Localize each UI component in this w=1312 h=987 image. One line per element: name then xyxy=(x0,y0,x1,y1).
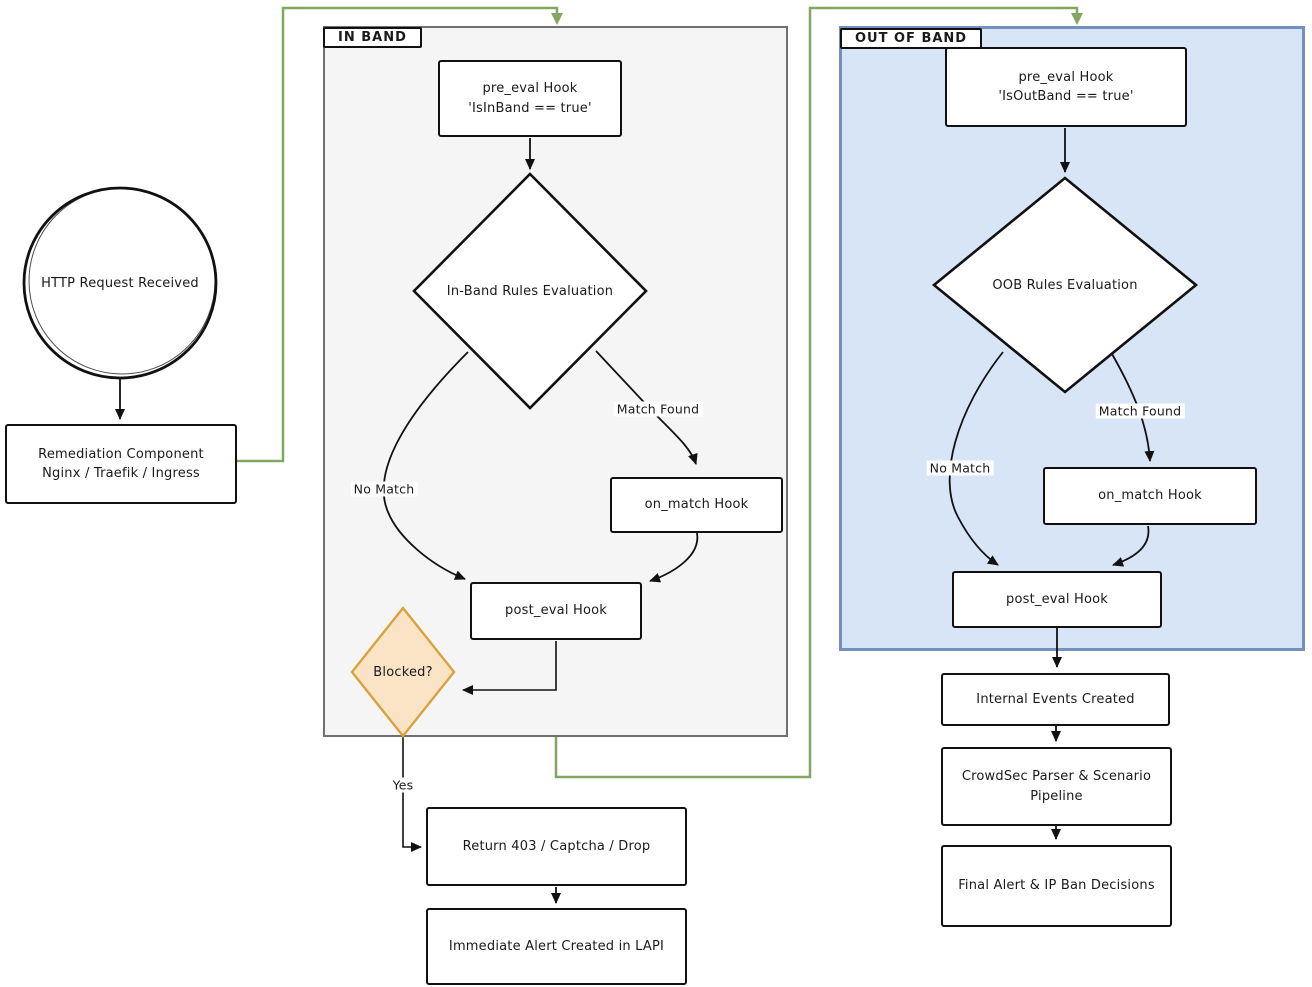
in-band-on-match-node: on_match Hook xyxy=(610,477,783,533)
in-band-tag: IN BAND xyxy=(323,27,422,48)
remediation-line2: Nginx / Traefik / Ingress xyxy=(42,466,200,481)
internal-events-node: Internal Events Created xyxy=(941,673,1170,726)
crowdsec-pipeline-node: CrowdSec Parser & Scenario Pipeline xyxy=(941,747,1172,826)
in-band-match-found-label: Match Found xyxy=(613,401,703,417)
oob-pre-eval-line1: pre_eval Hook xyxy=(1018,69,1114,85)
oob-post-eval-node: post_eval Hook xyxy=(952,571,1162,628)
in-band-pre-eval-node: pre_eval Hook 'IsInBand == true' xyxy=(438,60,622,137)
lapi-alert-node: Immediate Alert Created in LAPI xyxy=(426,908,687,985)
out-of-band-tag: OUT OF BAND xyxy=(840,28,983,49)
oob-on-match-node: on_match Hook xyxy=(1043,467,1257,525)
oob-pre-eval-line2: 'IsOutBand == true' xyxy=(998,89,1134,104)
start-circle xyxy=(22,186,218,380)
remediation-line1: Remediation Component xyxy=(38,446,204,462)
blocked-yes-label: Yes xyxy=(389,777,417,793)
in-band-no-match-label: No Match xyxy=(350,481,418,497)
oob-no-match-label: No Match xyxy=(926,460,994,476)
oob-pre-eval-node: pre_eval Hook 'IsOutBand == true' xyxy=(945,47,1187,127)
start-node-label: HTTP Request Received xyxy=(41,275,199,291)
return-403-node: Return 403 / Captcha / Drop xyxy=(426,807,687,886)
remediation-component-node: Remediation Component Nginx / Traefik / … xyxy=(5,424,237,504)
oob-match-found-label: Match Found xyxy=(1095,403,1185,419)
in-band-pre-eval-line1: pre_eval Hook xyxy=(482,81,578,96)
in-band-pre-eval-line2: 'IsInBand == true' xyxy=(468,100,592,116)
in-band-post-eval-node: post_eval Hook xyxy=(470,582,642,640)
final-decisions-node: Final Alert & IP Ban Decisions xyxy=(941,845,1172,927)
start-circle-sketch-stroke xyxy=(28,187,216,375)
